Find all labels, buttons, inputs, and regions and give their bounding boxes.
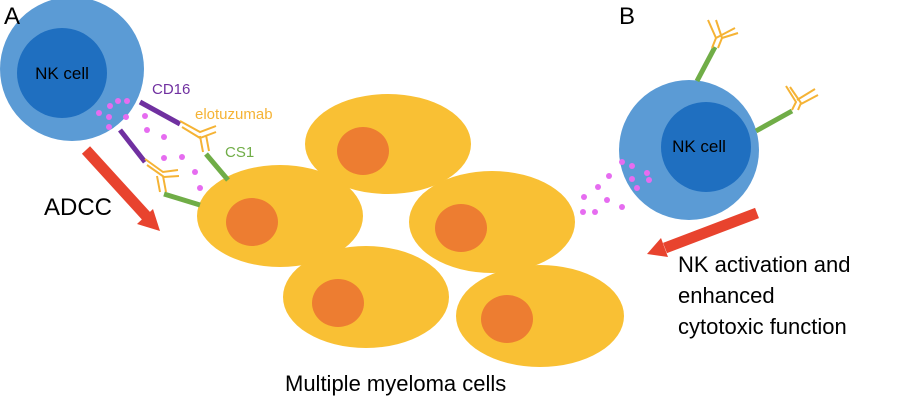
cd16-receptors [118, 99, 182, 164]
granule-dot [634, 185, 640, 191]
adcc-arrow [81, 146, 160, 231]
granule-dot [581, 194, 587, 200]
panel-label-a: A [4, 3, 20, 30]
cd16-label: CD16 [152, 81, 190, 98]
granule-dot [629, 176, 635, 182]
granule-dot [115, 98, 121, 104]
nk-cell-b-label: NK cell [672, 137, 726, 156]
granule-dot [646, 177, 652, 183]
granule-dot [179, 154, 185, 160]
granule-dot [644, 170, 650, 176]
granule-dot [629, 163, 635, 169]
granule-dot [106, 124, 112, 130]
panel-label-b: B [619, 3, 635, 30]
granules-b [580, 159, 652, 215]
granule-dot [142, 113, 148, 119]
myeloma-cell [197, 165, 363, 267]
granule-dot [604, 197, 610, 203]
cs1-receptors [163, 152, 230, 208]
nk-cell-b [619, 80, 759, 220]
granule-dot [619, 159, 625, 165]
myeloma-cells [197, 94, 624, 367]
nk-activation-line-1: NK activation and [678, 252, 850, 277]
myeloma-cell [305, 94, 471, 194]
myeloma-cell [409, 171, 575, 273]
granule-dot [197, 185, 203, 191]
granule-dot [580, 209, 586, 215]
granule-dot [96, 110, 102, 116]
granule-dot [161, 134, 167, 140]
nk-activation-arrow [647, 207, 759, 257]
granule-dot [124, 98, 130, 104]
elotuzumab-antibodies [144, 120, 217, 193]
adcc-label: ADCC [44, 194, 112, 221]
nk-activation-line-3: cytotoxic function [678, 314, 847, 339]
granule-dot [144, 127, 150, 133]
granule-dot [106, 114, 112, 120]
myeloma-cell [456, 265, 624, 367]
granule-dot [592, 209, 598, 215]
nk-cell-a-label: NK cell [35, 64, 89, 83]
nk-activation-line-2: enhanced [678, 283, 775, 308]
myeloma-label: Multiple myeloma cells [285, 371, 506, 396]
elotuzumab-label: elotuzumab [195, 106, 273, 123]
granule-dot [595, 184, 601, 190]
granule-dot [107, 103, 113, 109]
granules-a [96, 98, 203, 191]
myeloma-cell [283, 246, 449, 348]
cs1-elotuzumab-b [694, 19, 819, 134]
granule-dot [619, 204, 625, 210]
granule-dot [192, 169, 198, 175]
granule-dot [161, 155, 167, 161]
cs1-label: CS1 [225, 144, 254, 161]
granule-dot [606, 173, 612, 179]
granule-dot [123, 114, 129, 120]
